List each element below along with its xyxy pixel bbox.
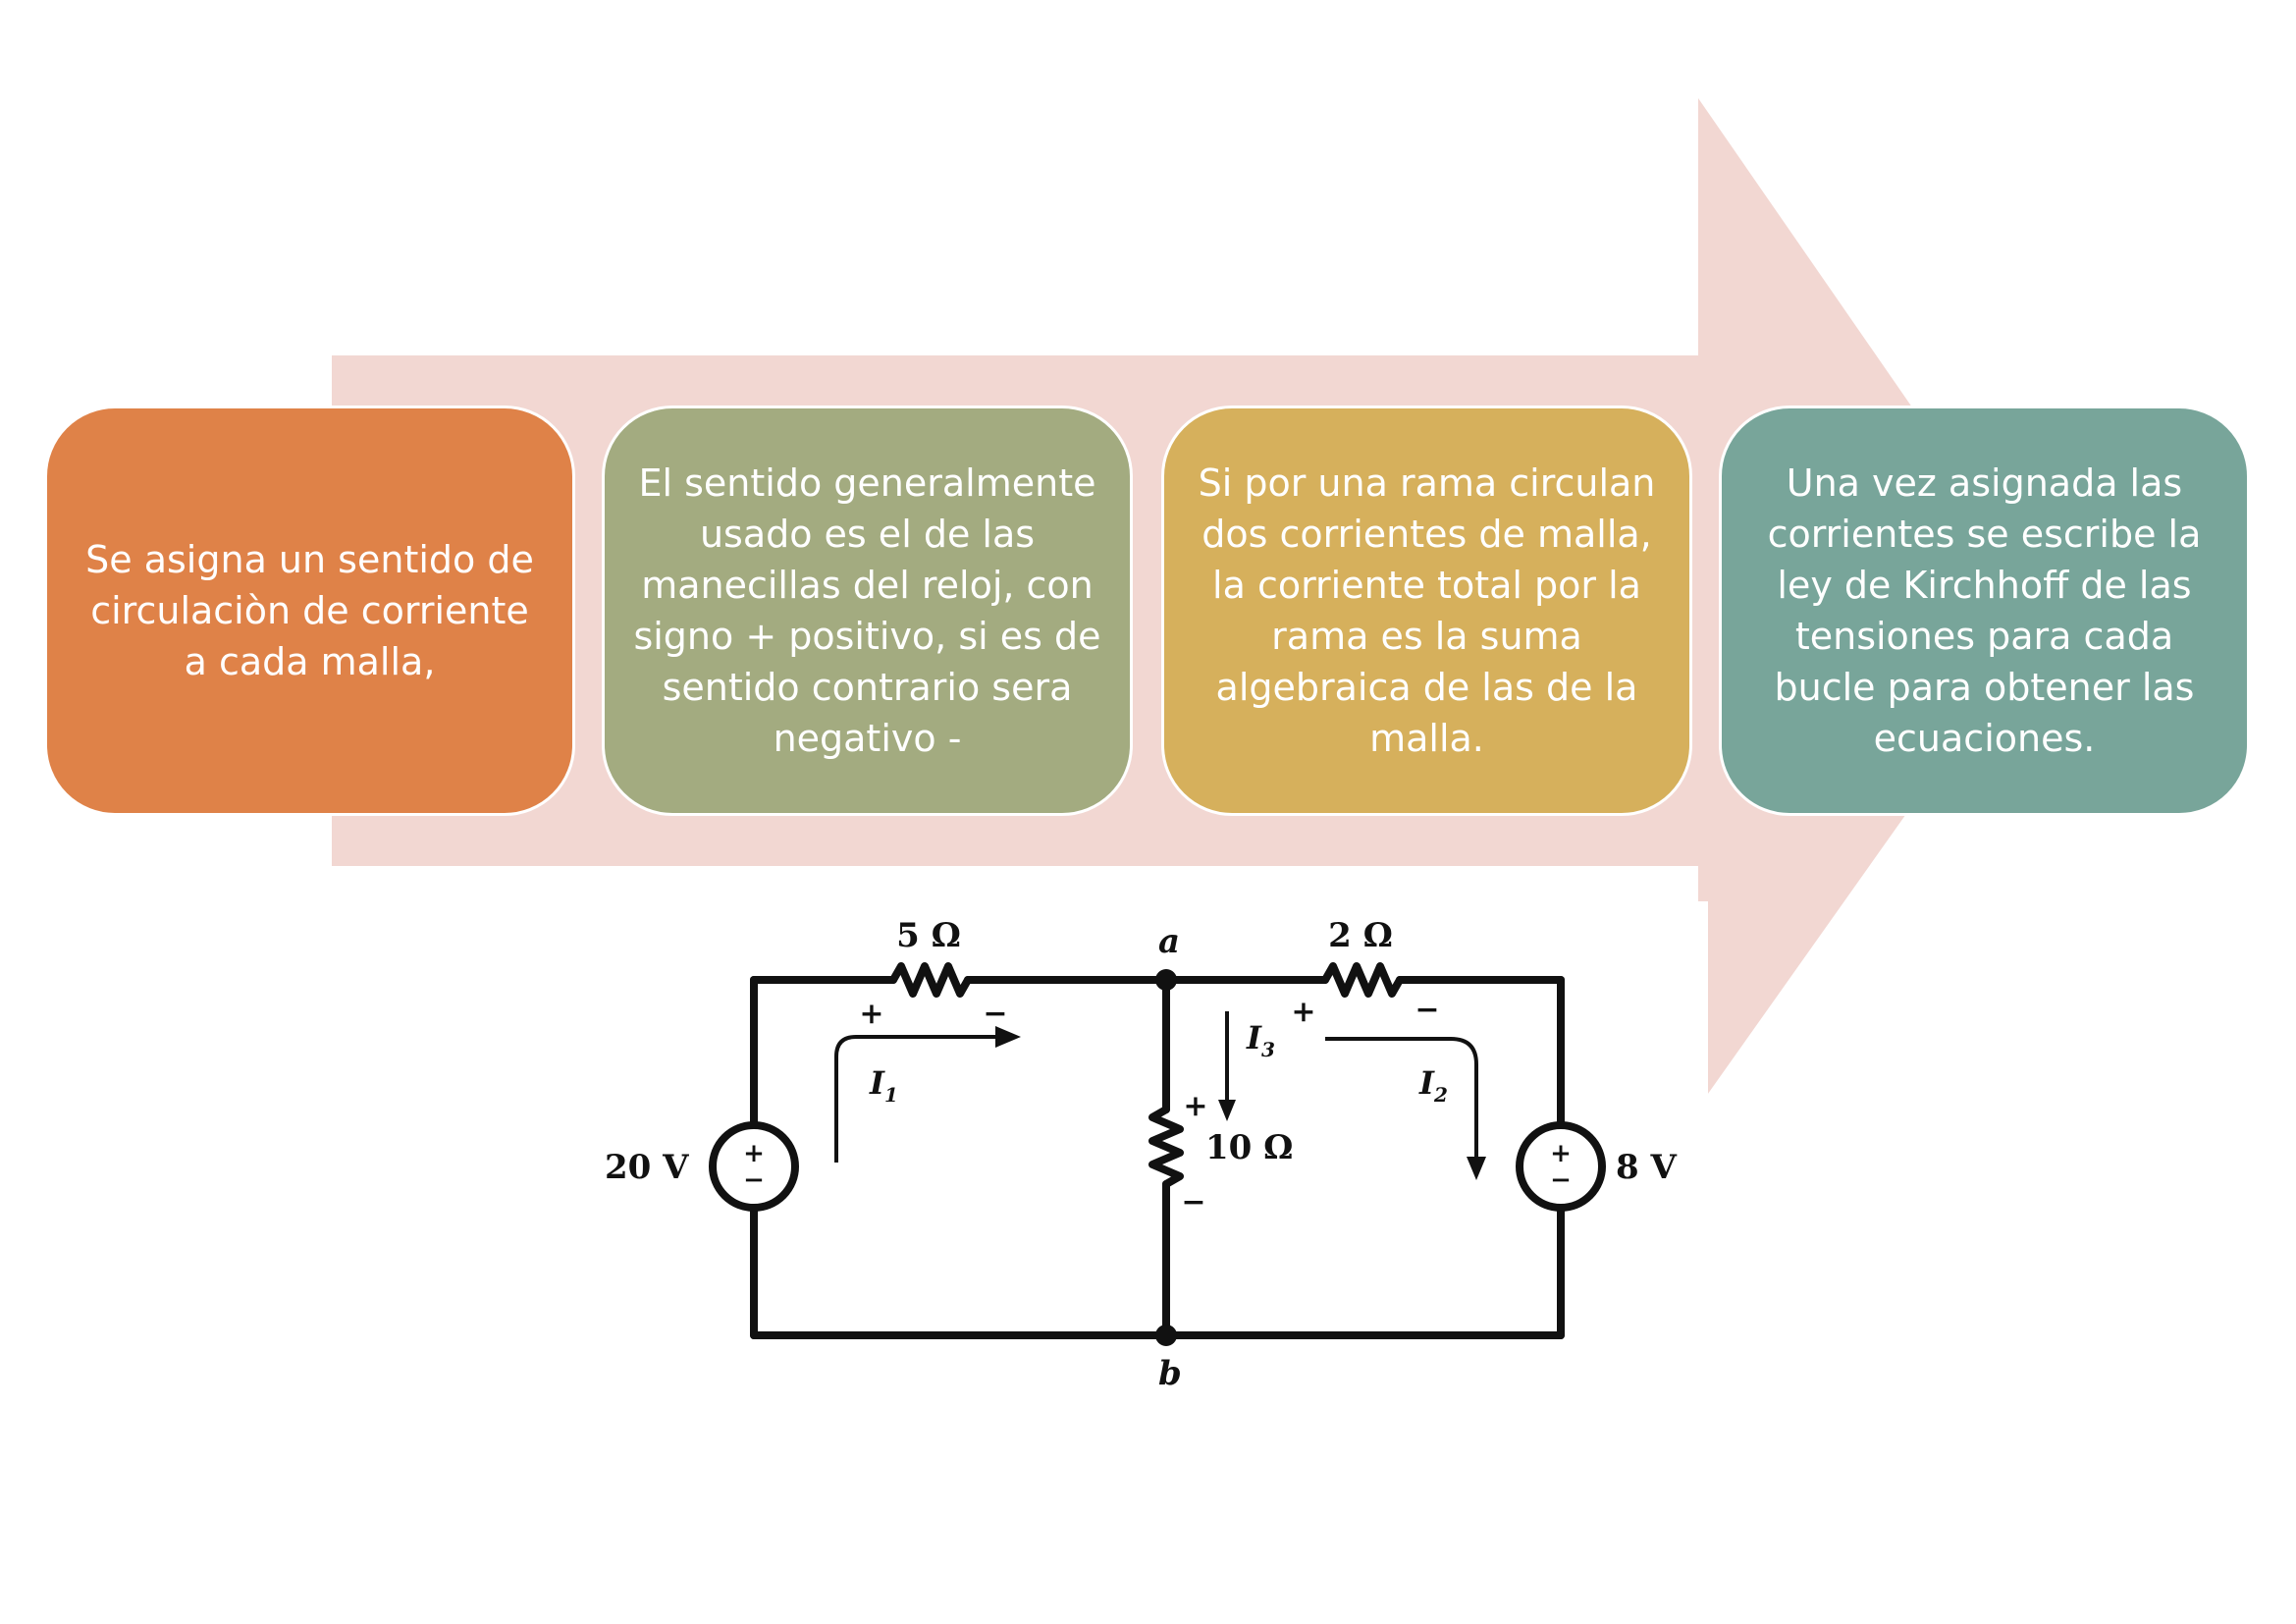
label-node-b: b <box>1158 1354 1182 1392</box>
node-a-dot <box>1155 969 1177 991</box>
label-current-i2: I2 <box>1418 1064 1448 1107</box>
step-box-2: El sentido generalmente usado es el de l… <box>602 406 1133 816</box>
current-arrow-i1 <box>834 1035 1001 1163</box>
step-box-4: Una vez asignada las corrientes se escri… <box>1719 406 2250 816</box>
source-left-plus: + <box>743 1139 765 1168</box>
current-arrowhead-i2 <box>1467 1157 1486 1180</box>
source-left-minus: − <box>743 1165 765 1195</box>
step-4-text: Una vez asignada las corrientes se escri… <box>1767 461 2202 760</box>
r10-minus: − <box>1181 1185 1205 1219</box>
r5-plus: + <box>859 997 883 1031</box>
source-right-plus: + <box>1550 1139 1572 1168</box>
node-b-dot <box>1155 1325 1177 1346</box>
step-1-text: Se asigna un sentido de circulaciòn de c… <box>85 538 534 683</box>
r10-plus: + <box>1183 1089 1207 1123</box>
label-source-8v: 8 V <box>1616 1148 1677 1187</box>
step-3-text: Si por una rama circulan dos corrientes … <box>1198 461 1656 760</box>
circuit-schematic: + − + − + − + − + − 5 Ω 2 Ω 10 Ω 20 V 8 … <box>605 916 1677 1392</box>
step-box-1: Se asigna un sentido de circulaciòn de c… <box>44 406 575 816</box>
voltage-source-8v <box>1516 1121 1606 1212</box>
step-2-text: El sentido generalmente usado es el de l… <box>633 461 1101 760</box>
r5-minus: − <box>983 997 1007 1031</box>
r2-plus: + <box>1291 995 1315 1029</box>
resistor-10-ohm-zigzag <box>1148 1106 1184 1188</box>
label-source-20v: 20 V <box>605 1148 689 1187</box>
circuit-diagram: + − + − + − + − + − 5 Ω 2 Ω 10 Ω 20 V 8 … <box>550 901 1708 1392</box>
current-arrow-i2 <box>1325 1037 1478 1162</box>
resistor-5-ohm-zigzag <box>889 962 972 998</box>
source-right-minus: − <box>1550 1165 1572 1195</box>
label-resistor-10-ohm: 10 Ω <box>1205 1128 1293 1167</box>
label-resistor-5-ohm: 5 Ω <box>896 916 961 955</box>
label-current-i3: I3 <box>1246 1019 1275 1061</box>
resistor-2-ohm-zigzag <box>1321 962 1404 998</box>
r2-minus: − <box>1415 993 1439 1027</box>
label-node-a: a <box>1158 922 1180 961</box>
step-box-3: Si por una rama circulan dos corrientes … <box>1161 406 1692 816</box>
label-resistor-2-ohm: 2 Ω <box>1328 916 1393 955</box>
current-arrowhead-i1 <box>995 1026 1021 1048</box>
voltage-source-20v <box>709 1121 799 1212</box>
label-current-i1: I1 <box>869 1064 898 1107</box>
current-arrowhead-i3 <box>1218 1100 1236 1121</box>
